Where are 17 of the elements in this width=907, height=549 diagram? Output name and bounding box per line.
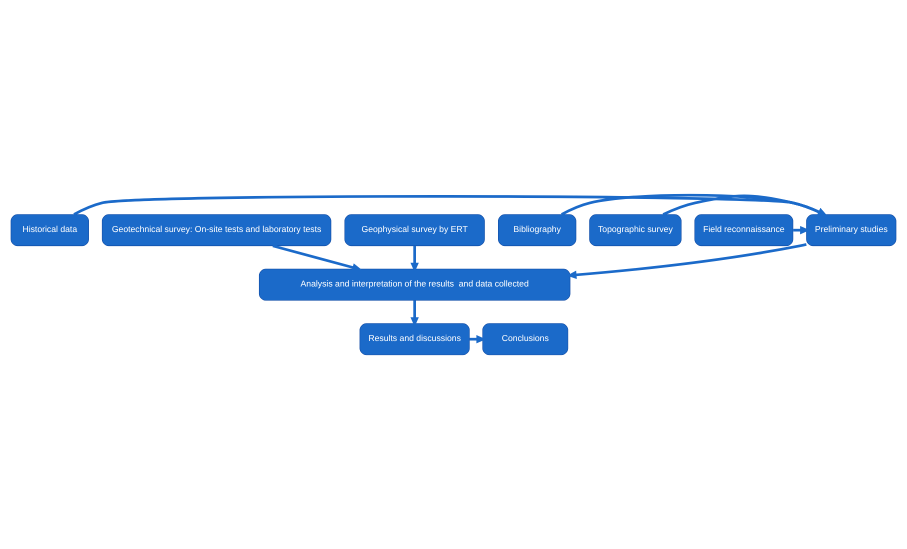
arrow [410, 245, 419, 272]
arrow [662, 194, 828, 216]
arrow [566, 242, 807, 278]
node-box: Results and discussions [360, 322, 470, 355]
node-box: Conclusions [482, 322, 568, 355]
node-box: Preliminary studies [806, 214, 896, 246]
arrow [560, 193, 828, 216]
node-box: Topographic survey [589, 214, 682, 246]
node-box: Geotechnical survey: On-site tests and laboratory tests [102, 214, 332, 246]
node-box: Geophysical survey by ERT [344, 214, 485, 246]
node-box: Field reconnaissance [694, 214, 794, 246]
node-box: Historical data [10, 214, 89, 246]
node-box: Bibliography [498, 214, 576, 246]
arrow [73, 194, 828, 216]
node-box: Analysis and interpretation of the results and data collected [258, 268, 570, 300]
arrow [272, 244, 362, 271]
arrow [410, 300, 419, 326]
